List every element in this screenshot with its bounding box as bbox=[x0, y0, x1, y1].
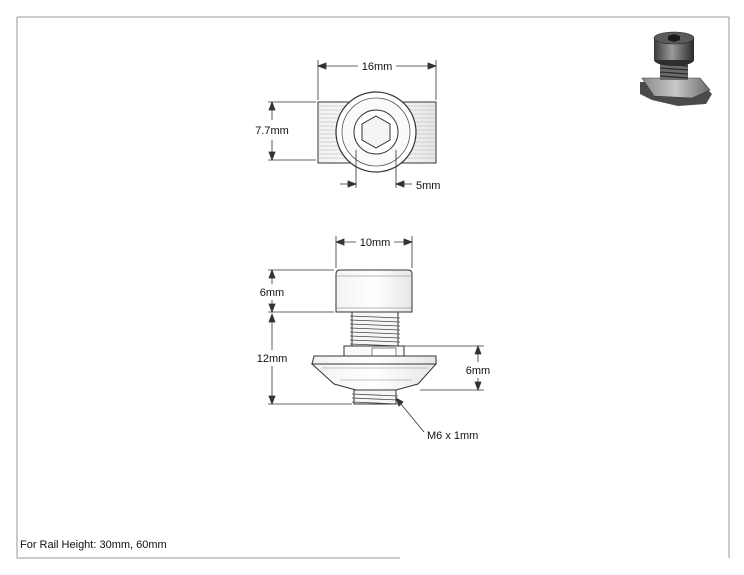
dim-label-head-height: 6mm bbox=[260, 287, 284, 299]
sheet-border bbox=[16, 16, 730, 559]
dim-head-height bbox=[268, 268, 334, 314]
dim-label-head-width: 10mm bbox=[360, 237, 391, 249]
dim-label-bolt-length: 12mm bbox=[257, 353, 288, 365]
dim-top-width bbox=[316, 60, 438, 100]
dim-hex-key bbox=[340, 150, 412, 188]
thread-leader bbox=[395, 397, 425, 433]
dim-bolt-length bbox=[268, 312, 352, 406]
dim-label-top-width: 16mm bbox=[362, 61, 393, 73]
dim-label-hex-key: 5mm bbox=[416, 180, 440, 192]
hex-socket-icon bbox=[361, 115, 391, 149]
footer-note: For Rail Height: 30mm, 60mm bbox=[20, 539, 167, 551]
product-thumbnail bbox=[640, 31, 712, 106]
dim-label-top-height: 7.7mm bbox=[255, 125, 289, 137]
dim-nut-height bbox=[404, 344, 484, 392]
bottom-thread bbox=[351, 389, 399, 405]
socket-head-side bbox=[335, 269, 413, 313]
threaded-shank bbox=[349, 311, 401, 349]
t-nut-flange bbox=[310, 355, 438, 391]
dim-label-thread: M6 x 1mm bbox=[427, 430, 478, 442]
top-view: 16mm 7.7mm 5mm bbox=[255, 60, 440, 192]
socket-head-top bbox=[335, 91, 417, 173]
side-view: 10mm 6mm 12mm 6mm bbox=[257, 236, 490, 442]
dim-head-width bbox=[334, 236, 414, 268]
dim-top-height bbox=[268, 100, 316, 162]
dim-label-nut-height: 6mm bbox=[466, 365, 490, 377]
